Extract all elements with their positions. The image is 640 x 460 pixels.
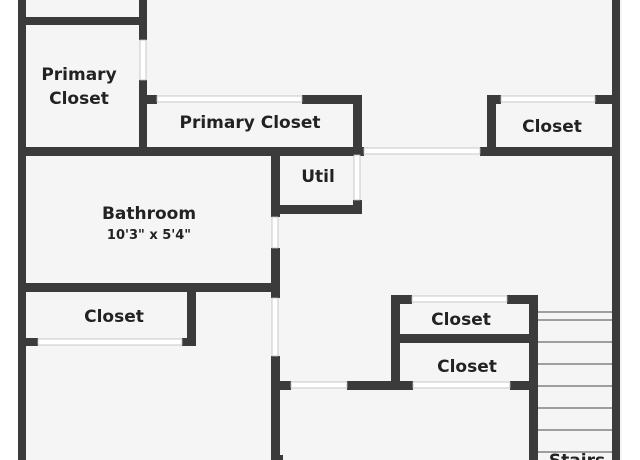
bathroom-dimensions: 10'3" x 5'4" (107, 228, 191, 243)
door-openings (37, 39, 596, 389)
closet-lower-center-label: Closet (437, 357, 497, 377)
primary-closet-center-label: Primary Closet (180, 113, 321, 133)
walls (18, 0, 620, 460)
primary-closet-left-label-line2: Closet (49, 89, 109, 109)
primary-closet-left-label-line1: Primary (41, 65, 116, 85)
closet-mid-left-label: Closet (84, 307, 144, 327)
closet-upper-center-label: Closet (431, 310, 491, 330)
closet-top-right-label: Closet (522, 117, 582, 137)
util-label: Util (301, 167, 335, 187)
bathroom-label: Bathroom (102, 204, 196, 224)
stairs (538, 311, 615, 453)
stairs-label: Stairs (549, 451, 605, 460)
